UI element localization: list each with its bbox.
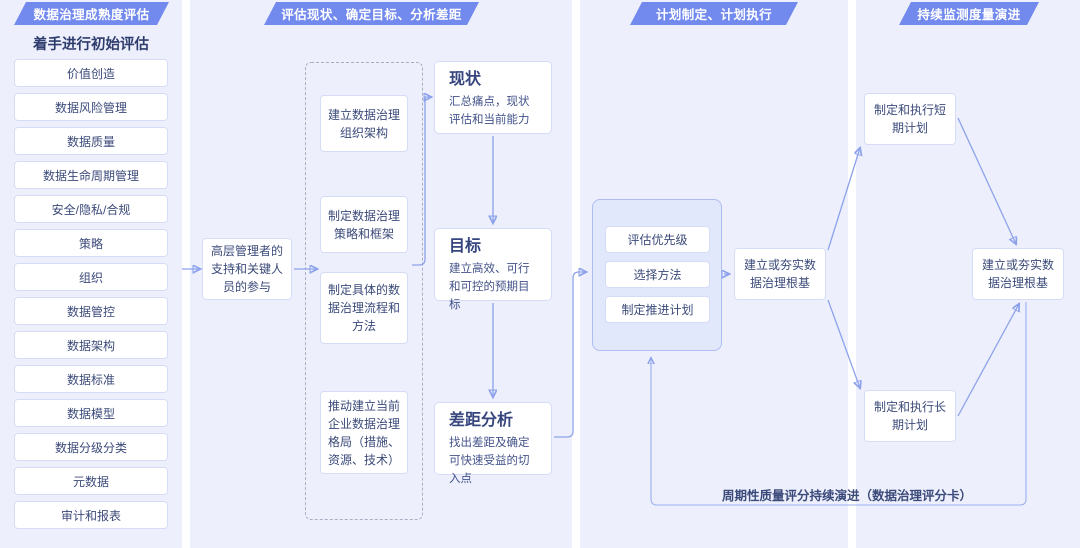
lane-ribbon-maturity-assessment: 数据治理成熟度评估	[14, 2, 169, 25]
lane-ribbon-assess-target-gap: 评估现状、确定目标、分析差距	[264, 2, 479, 25]
foundation-card-center[interactable]: 建立或夯实数据治理根基	[734, 248, 826, 300]
long-term-plan-card[interactable]: 制定和执行长期计划	[864, 390, 956, 442]
assessment-item-data-standard[interactable]: 数据标准	[14, 365, 168, 393]
edge-short-term-to-foundation-right	[957, 117, 1016, 244]
setup-card-org-structure[interactable]: 建立数据治理组织架构	[320, 95, 408, 152]
stage-heading-current-state: 现状	[449, 71, 482, 88]
sponsor-card[interactable]: 高层管理者的支持和关键人员的参与	[202, 238, 292, 300]
assessment-item-security-privacy[interactable]: 安全/隐私/合规	[14, 195, 168, 223]
setup-card-process-method[interactable]: 制定具体的数据治理流程和方法	[320, 272, 408, 344]
governance-setup-dashed-group	[305, 62, 423, 520]
edge-feedback-loop	[651, 302, 1027, 506]
assessment-item-data-architecture[interactable]: 数据架构	[14, 331, 168, 359]
assessment-item-data-control[interactable]: 数据管控	[14, 297, 168, 325]
feedback-loop-label: 周期性质量评分持续演进（数据治理评分卡）	[722, 489, 973, 503]
setup-card-strategy-framework[interactable]: 制定数据治理策略和框架	[320, 196, 408, 253]
stage-heading-gap-analysis: 差距分析	[449, 412, 514, 429]
assessment-item-data-risk[interactable]: 数据风险管理	[14, 93, 168, 121]
assessment-item-lifecycle[interactable]: 数据生命周期管理	[14, 161, 168, 189]
assessment-item-organization[interactable]: 组织	[14, 263, 168, 291]
stage-body-current-state: 汇总痛点，现状评估和当前能力	[449, 96, 530, 127]
edge-long-term-to-foundation-right	[957, 304, 1019, 417]
lane-ribbon-monitor-evolve: 持续监测度量演进	[899, 2, 1039, 25]
edge-gap-to-plan	[554, 272, 586, 438]
stage-card-current-state[interactable]: 现状 汇总痛点，现状评估和当前能力	[434, 61, 552, 134]
lane-ribbon-plan-execute: 计划制定、计划执行	[630, 2, 798, 25]
assessment-item-strategy[interactable]: 策略	[14, 229, 168, 257]
plan-step-method[interactable]: 选择方法	[605, 261, 710, 288]
assessment-item-data-model[interactable]: 数据模型	[14, 399, 168, 427]
stage-body-target: 建立高效、可行和可控的预期目标	[449, 263, 530, 312]
edge-foundation-to-long-term	[827, 299, 860, 388]
assessment-item-classification[interactable]: 数据分级分类	[14, 433, 168, 461]
short-term-plan-card[interactable]: 制定和执行短期计划	[864, 93, 956, 145]
edge-setup-to-current-state	[412, 97, 431, 266]
stage-body-gap-analysis: 找出差距及确定可快速受益的切入点	[449, 437, 530, 486]
assessment-item-data-quality[interactable]: 数据质量	[14, 127, 168, 155]
assessment-item-audit-report[interactable]: 审计和报表	[14, 501, 168, 529]
setup-card-current-landscape[interactable]: 推动建立当前企业数据治理格局（措施、资源、技术）	[320, 391, 408, 474]
assessment-item-value-creation[interactable]: 价值创造	[14, 59, 168, 87]
plan-step-roadmap[interactable]: 制定推进计划	[605, 296, 710, 323]
plan-step-priority[interactable]: 评估优先级	[605, 226, 710, 253]
stage-heading-target: 目标	[449, 238, 482, 255]
edge-foundation-to-short-term	[827, 148, 860, 251]
assessment-item-metadata[interactable]: 元数据	[14, 467, 168, 495]
stage-card-target[interactable]: 目标 建立高效、可行和可控的预期目标	[434, 228, 552, 311]
foundation-card-right[interactable]: 建立或夯实数据治理根基	[972, 248, 1064, 300]
stage-card-gap-analysis[interactable]: 差距分析 找出差距及确定可快速受益的切入点	[434, 402, 552, 485]
column1-title: 着手进行初始评估	[33, 37, 149, 53]
